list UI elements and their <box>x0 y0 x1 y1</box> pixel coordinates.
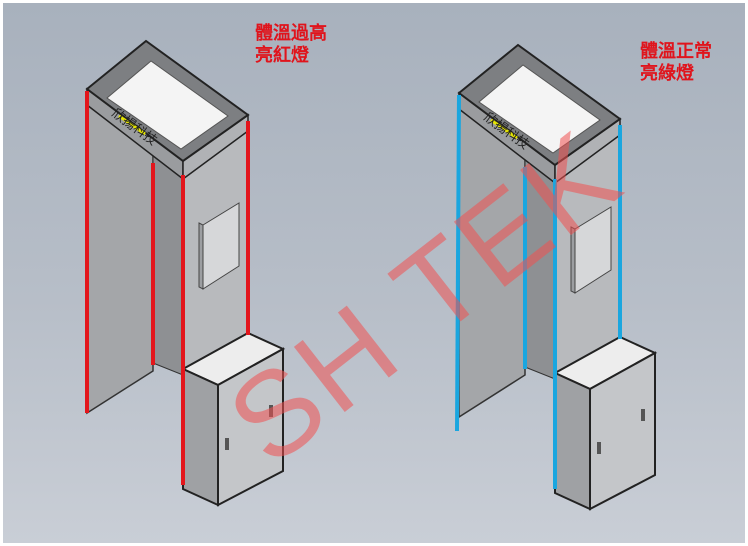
blue-light-strips <box>455 94 622 489</box>
caption-line-1: 體溫正常 <box>640 41 712 62</box>
left-gate-high-temp: 欣揚科技 <box>85 39 285 507</box>
gate-renderings: 欣揚科技 欣揚科技 <box>85 39 657 511</box>
caption-line-2: 亮綠燈 <box>640 63 694 84</box>
right-gate-normal-temp: 欣揚科技 <box>455 43 657 511</box>
high-temp-caption: 體溫過高 亮紅燈 <box>255 23 327 67</box>
caption-line-1: 體溫過高 <box>255 23 327 44</box>
red-light-strips <box>85 91 250 485</box>
normal-temp-caption: 體溫正常 亮綠燈 <box>640 41 712 85</box>
caption-line-2: 亮紅燈 <box>255 45 309 66</box>
